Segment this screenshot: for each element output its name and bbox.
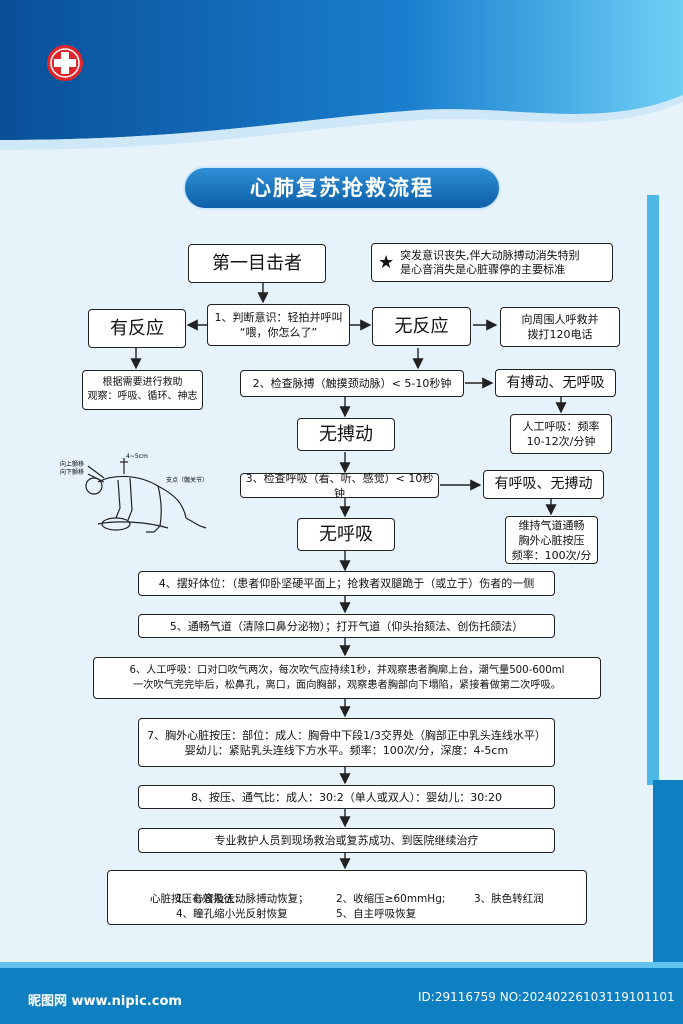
side-accent-block	[653, 780, 683, 970]
node-first-witness: 第一目击者	[188, 244, 326, 283]
node-check-pulse: 2、检查脉搏（触摸颈动脉）< 5-10秒钟	[240, 370, 464, 397]
node-no-breath: 无呼吸	[297, 518, 395, 551]
node-check-breath: 3、检查呼吸（看、听、感觉）< 10秒钟	[240, 472, 439, 500]
node-rescue-breath: 人工呼吸：频率 10-12次/分钟	[510, 414, 612, 454]
watermark-id: ID:29116759 NO:20240226103119101101	[418, 990, 675, 1004]
note-text: 突发意识丧失,伴大动脉搏动消失特别 是心音消失是心脏骤停的主要标准	[400, 248, 580, 276]
footer-band	[0, 962, 683, 1024]
watermark-site: 昵图网 www.nipic.com	[28, 994, 182, 1009]
step-5-airway: 5、通畅气道（清除口鼻分泌物）；打开气道（仰头抬颏法、创伤托颌法）	[138, 614, 555, 638]
effective-indicators-box: 心脏按压有效指征： 1、心音及大动脉搏动恢复； 2、收缩压≥60mmHg; 3、…	[107, 870, 587, 925]
node-responsive-action: 根据需要进行救助 观察：呼吸、循环、神志	[82, 370, 203, 410]
node-breath-no-pulse: 有呼吸、无搏动	[483, 470, 604, 499]
node-unresponsive: 无反应	[372, 307, 471, 346]
red-cross-logo	[47, 45, 83, 81]
indicator-5: 5、自主呼吸恢复	[336, 908, 417, 920]
node-no-pulse: 无搏动	[297, 418, 395, 451]
indicator-3: 3、肤色转红润	[474, 893, 544, 905]
side-accent-bar	[647, 195, 659, 785]
node-pulse-no-breath: 有搏动、无呼吸	[495, 369, 616, 397]
step-4-position: 4、摆好体位：（患者仰卧坚硬平面上；抢救者双腿跪于（或立于）伤者的一侧	[138, 571, 555, 596]
step-8-ratio: 8、按压、通气比：成人：30:2（单人或双人）：婴幼儿：30:20	[138, 785, 555, 809]
indicators-header: 心脏按压有效指征：	[150, 893, 245, 905]
indicator-4: 4、瞳孔缩小光反射恢复	[176, 908, 288, 920]
illus-label-up: 向上颤移	[60, 460, 84, 468]
page-title: 心肺复苏抢救流程	[183, 166, 501, 210]
step-9-professional-care: 专业救护人员到现场救治或复苏成功、到医院继续治疗	[138, 828, 555, 853]
step-7-chest-compression: 7、胸外心脏按压：部位：成人：胸骨中下段1/3交界处（胸部正中乳头连线水平） 婴…	[138, 718, 555, 767]
star-icon: ★	[378, 251, 395, 273]
indicator-1: 1、心音及大动脉搏动恢复；	[176, 893, 309, 905]
illus-label-depth: 4~5cm	[126, 453, 148, 460]
node-call-help: 向周围人呼救并 拨打120电话	[500, 307, 620, 347]
step-6-rescue-breathing: 6、人工呼吸：口对口吹气两次，每次吹气应持续1秒，并观察患者胸廓上台，潮气量50…	[93, 657, 601, 699]
header-wave	[0, 0, 683, 150]
cpr-illustration: 向上颤移 向下颤移 4~5cm 支点（髋关节）	[60, 453, 208, 533]
node-compress-only: 维持气道通畅 胸外心脏按压 频率：100次/分	[505, 516, 598, 564]
illus-label-fulcrum: 支点（髋关节）	[166, 476, 208, 484]
indicator-2: 2、收缩压≥60mmHg;	[336, 893, 446, 905]
node-responsive: 有反应	[88, 309, 186, 348]
note-diagnosis-criteria: ★ 突发意识丧失,伴大动脉搏动消失特别 是心音消失是心脏骤停的主要标准	[371, 243, 613, 282]
footer-stripe	[0, 962, 683, 968]
illus-label-down: 向下颤移	[60, 468, 84, 476]
node-judge-consciousness: 1、判断意识：轻拍并呼叫 “喂，你怎么了”	[207, 304, 350, 346]
